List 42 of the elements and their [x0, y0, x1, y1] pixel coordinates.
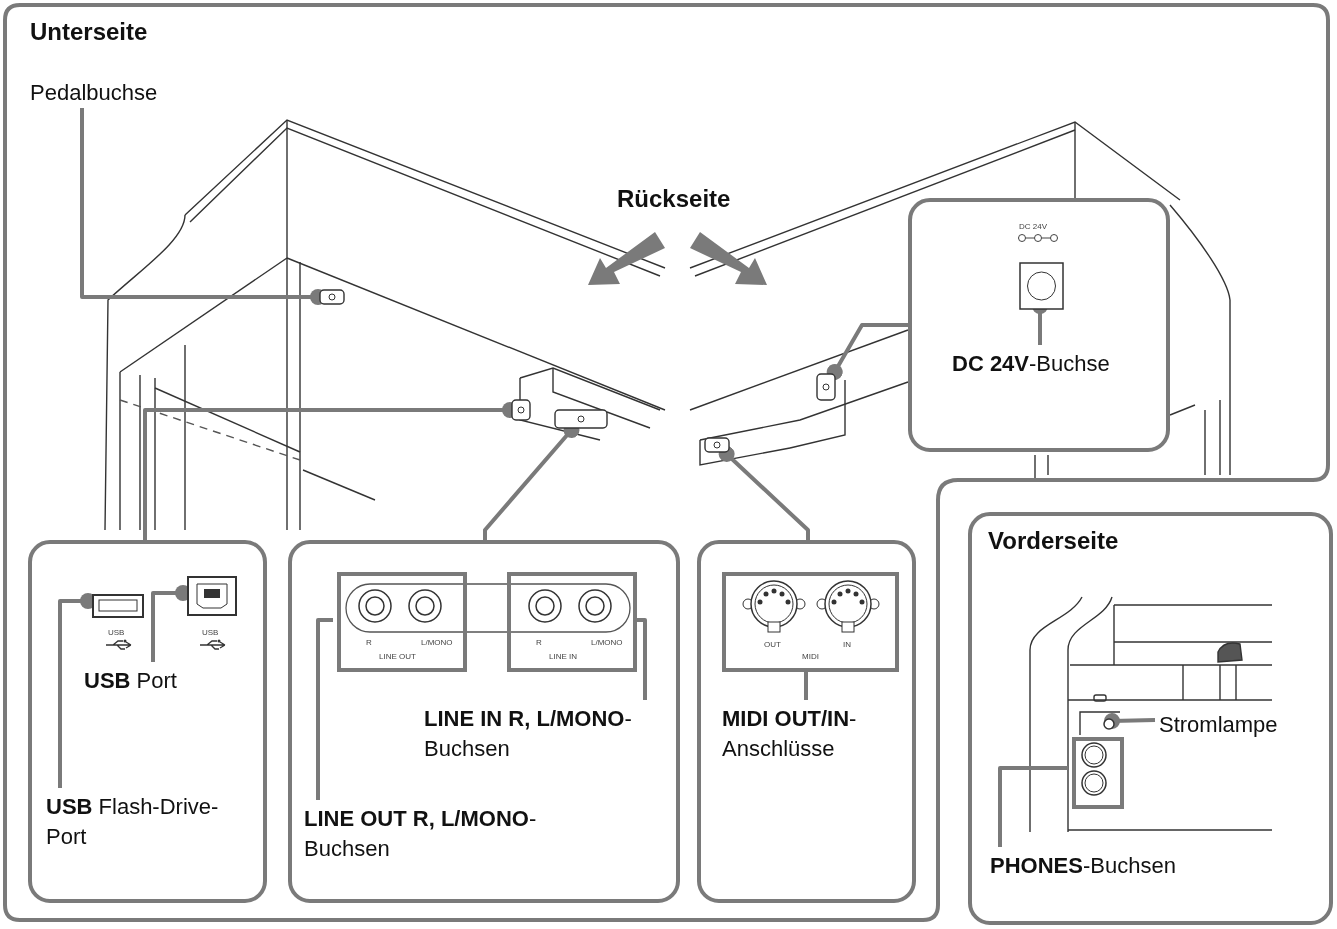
callout-label: USB Flash-Drive-Port [46, 792, 241, 852]
panel-heading: Unterseite [30, 17, 148, 47]
callout-label: LINE OUT R, L/MONO-Buchsen [304, 804, 566, 864]
jack-marking: OUT [764, 640, 781, 649]
jack-group-frame [337, 572, 467, 672]
callout-label: Stromlampe [1159, 710, 1319, 740]
pedal-jack-icon [318, 288, 346, 306]
callout-label: PHONES-Buchsen [990, 851, 1220, 881]
jack-spot-icon [553, 408, 609, 430]
leader-line [1104, 713, 1156, 729]
jack-marking: R [536, 638, 542, 647]
port-marking: USB [202, 628, 219, 637]
usb-port-icon [187, 576, 237, 616]
jack-spot-icon [815, 372, 837, 402]
jack-marking: LINE OUT [379, 652, 416, 661]
jack-marking: L/MONO [421, 638, 453, 647]
jack-spot-icon [703, 436, 731, 454]
callout-label: MIDI OUT/IN-Anschlüsse [722, 704, 902, 764]
jack-marking: R [366, 638, 372, 647]
leader-line [718, 446, 810, 540]
leader-line [826, 323, 908, 380]
jack-group-frame [507, 572, 637, 672]
callout-label: LINE IN R, L/MONO-Buchsen [424, 704, 656, 764]
voltage-marking: DC 24V [1019, 222, 1047, 231]
callout-label: Pedalbuchse [30, 78, 180, 108]
jack-marking: L/MONO [591, 638, 623, 647]
leader-line [316, 618, 333, 800]
jack-marking: MIDI [802, 652, 819, 661]
jack-group-frame [722, 572, 899, 672]
leader-line [998, 766, 1068, 847]
jack-marking: IN [843, 640, 851, 649]
port-spot-icon [510, 398, 532, 422]
callout-label: USB Port [84, 666, 224, 696]
callout-label: DC 24V-Buchse [952, 349, 1162, 379]
jack-group-frame [1072, 737, 1124, 809]
view-label: Rückseite [617, 185, 731, 213]
jack-marking: LINE IN [549, 652, 577, 661]
power-jack-icon [1019, 262, 1064, 310]
port-marking: USB [108, 628, 125, 637]
panel-heading: Vorderseite [988, 526, 1119, 556]
usb-port-icon [92, 594, 144, 618]
lamp-icon [1102, 717, 1116, 731]
